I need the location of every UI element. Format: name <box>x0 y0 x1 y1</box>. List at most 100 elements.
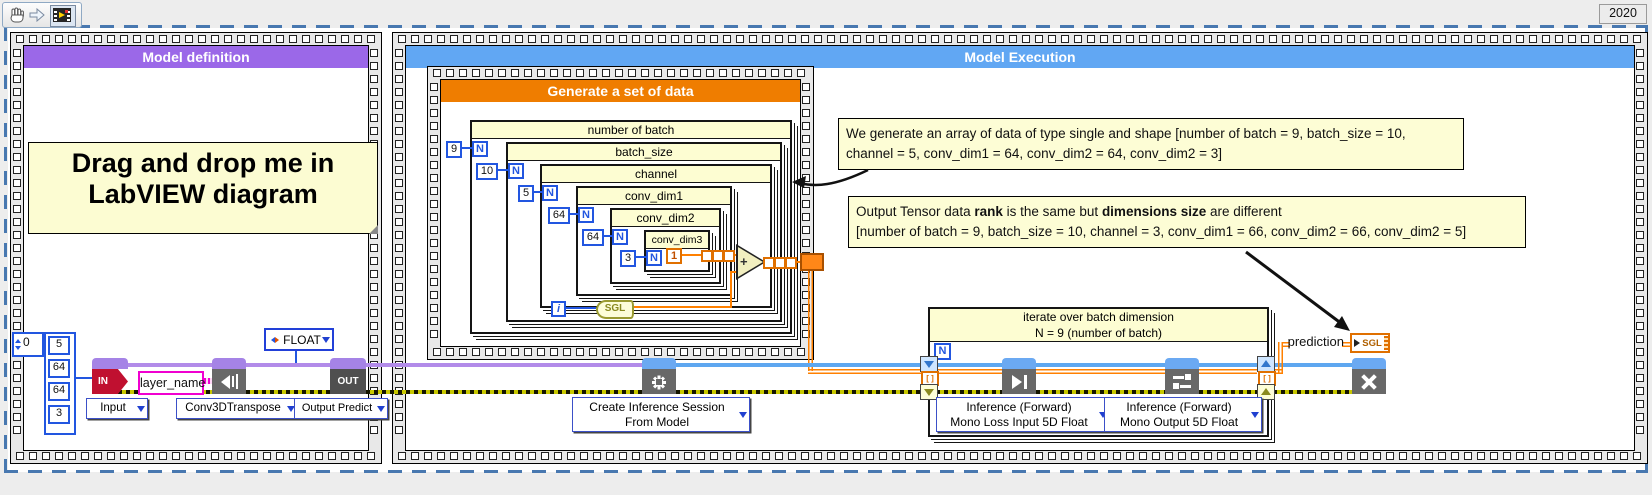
note-line1: Drag and drop me in <box>71 148 335 178</box>
model-wire <box>246 363 330 367</box>
sgl-conversion-node[interactable]: SGL <box>596 300 634 319</box>
close-session-node[interactable] <box>1352 369 1386 394</box>
in-node-cap <box>92 358 128 369</box>
array-hatch <box>1384 336 1388 350</box>
error-wire <box>366 390 642 394</box>
inference2-line2: Mono Output 5D Float <box>1119 414 1239 429</box>
session-wire <box>1036 363 1165 367</box>
count-constant[interactable]: 9 <box>446 141 462 158</box>
wire <box>74 377 92 379</box>
input-dropdown-label: Input <box>100 402 126 414</box>
conv-dropdown[interactable]: Conv3DTranspose <box>176 398 298 419</box>
spinner-down-icon[interactable] <box>15 346 21 353</box>
film-glyph <box>53 8 71 22</box>
comment-line: Output Tensor data rank is the same but … <box>856 204 1282 219</box>
array-marker-icon <box>1354 339 1360 347</box>
inference1-dropdown[interactable]: Inference (Forward) Mono Loss Input 5D F… <box>936 397 1110 432</box>
add-function[interactable]: + <box>736 244 766 280</box>
wire <box>730 271 732 307</box>
wire <box>630 306 732 308</box>
create-session-cap <box>642 358 676 369</box>
float-enum[interactable]: FLOAT <box>264 328 334 351</box>
inference2-cap <box>1165 358 1199 369</box>
layer-name-constant[interactable]: layer_name <box>138 371 205 395</box>
count-constant[interactable]: 5 <box>518 185 534 202</box>
chevron-down-icon <box>1251 411 1259 422</box>
input-dropdown[interactable]: Input <box>86 398 148 419</box>
error-wire <box>1199 390 1257 394</box>
diagram-tool-icon[interactable] <box>50 5 76 27</box>
session-wire <box>676 363 920 367</box>
loop-label: number of batch <box>472 122 790 139</box>
film-strip <box>394 34 1646 45</box>
loop-count-terminal: N <box>612 229 628 245</box>
wire <box>730 271 738 273</box>
model-definition-header: Model definition <box>24 46 368 68</box>
one-constant[interactable]: 1 <box>666 248 682 264</box>
tunnel-data-in: [ ] <box>921 371 939 386</box>
array-cell[interactable]: 64 <box>48 382 70 401</box>
array-cell[interactable]: 3 <box>48 405 70 424</box>
conv3dtranspose-node[interactable] <box>212 369 246 394</box>
error-wire <box>246 390 330 394</box>
data-array-wire <box>1271 369 1283 374</box>
loop-count-terminal: N <box>934 343 951 360</box>
prediction-indicator[interactable]: SGL <box>1350 333 1390 353</box>
model-wire <box>366 363 642 367</box>
note-line2: LabVIEW diagram <box>88 179 318 209</box>
error-wire <box>1036 390 1165 394</box>
generate-data-header: Generate a set of data <box>441 80 800 102</box>
slider-icon <box>1173 374 1191 380</box>
tunnel-error-out <box>1257 384 1275 400</box>
shape-array-constant[interactable]: 5 64 64 3 <box>44 332 76 435</box>
chevron-down-icon <box>739 411 747 422</box>
output-predict-dropdown[interactable]: Output Predict <box>294 398 388 419</box>
loop-count-terminal: N <box>646 250 662 266</box>
count-constant[interactable]: 64 <box>548 207 570 224</box>
data-array-wire <box>1342 342 1350 347</box>
comment-line: [number of batch = 9, batch_size = 10, c… <box>856 224 1467 239</box>
hand-tool-icon[interactable] <box>8 6 26 29</box>
slider-icon <box>1173 383 1191 389</box>
array-index-control[interactable]: 0 <box>12 332 44 357</box>
out-node[interactable]: OUT <box>330 369 366 394</box>
create-session-node[interactable] <box>642 369 676 394</box>
film-sprockets-left <box>54 9 57 21</box>
film-strip <box>429 347 812 358</box>
tunnel <box>785 257 797 269</box>
create-session-dropdown[interactable]: Create Inference Session From Model <box>572 397 750 432</box>
inference1-cap <box>1002 358 1036 369</box>
data-array-wire <box>1283 342 1290 347</box>
loop-label: conv_dim3 <box>646 232 708 249</box>
inference1-line1: Inference (Forward) <box>966 399 1072 414</box>
create-session-line2: From Model <box>624 414 689 429</box>
error-wire <box>936 390 1002 394</box>
spinner-up-icon[interactable] <box>15 336 21 343</box>
chevron-down-icon <box>137 405 145 416</box>
close-session-cap <box>1352 358 1386 369</box>
loop-label: conv_dim2 <box>612 210 719 227</box>
film-strip <box>429 79 440 347</box>
count-constant[interactable]: 64 <box>582 229 604 246</box>
inference-forward-loss-node[interactable] <box>1002 369 1036 394</box>
count-constant[interactable]: 3 <box>620 250 636 267</box>
out-node-cap <box>330 358 366 369</box>
array-cell[interactable]: 64 <box>48 359 70 378</box>
data-array-wire <box>808 369 921 374</box>
film-strip <box>1635 45 1646 451</box>
inference-forward-output-node[interactable] <box>1165 369 1199 394</box>
loop-label: channel <box>542 166 770 183</box>
chevron-down-icon <box>322 337 330 347</box>
array-cell[interactable]: 5 <box>48 336 70 355</box>
float-enum-label: FLOAT <box>283 332 321 347</box>
count-constant[interactable]: 10 <box>476 163 498 180</box>
chevron-down-icon <box>377 405 385 416</box>
arrow-tool-icon[interactable] <box>29 7 45 27</box>
comment-line: We generate an array of data of type sin… <box>846 126 1406 141</box>
wire <box>295 347 297 363</box>
inference2-dropdown[interactable]: Inference (Forward) Mono Output 5D Float <box>1104 397 1262 432</box>
inference1-line2: Mono Loss Input 5D Float <box>950 414 1088 429</box>
film-strip <box>12 451 380 462</box>
drag-drop-note: Drag and drop me in LabVIEW diagram <box>28 142 378 234</box>
